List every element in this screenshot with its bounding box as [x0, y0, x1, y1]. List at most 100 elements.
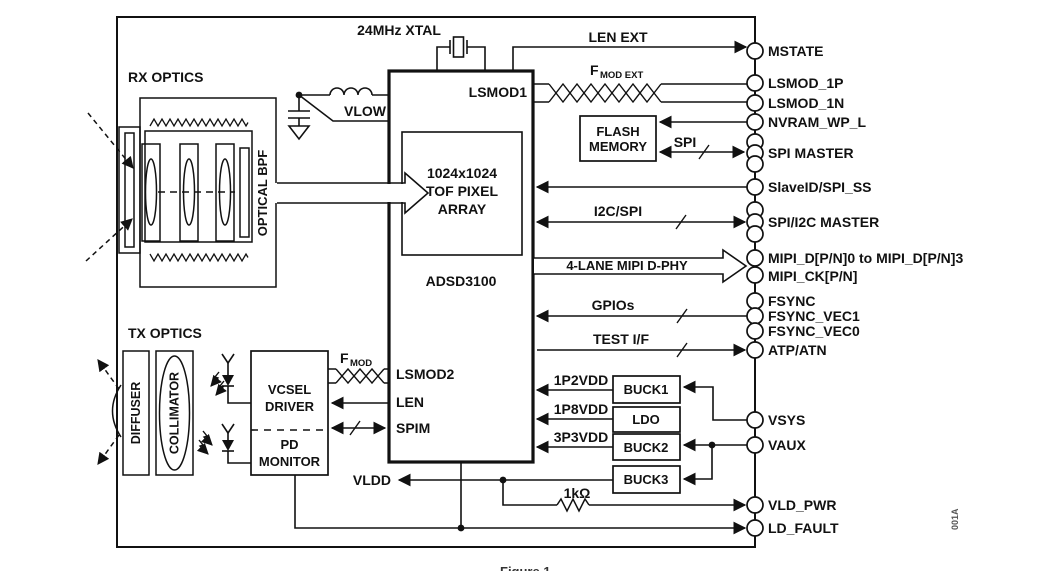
flash-label-line1: FLASH: [596, 124, 639, 139]
pin-label-vld-pwr: VLD_PWR: [768, 497, 836, 513]
flash-label-line2: MEMORY: [589, 139, 647, 154]
pd-monitor-line2: MONITOR: [259, 454, 321, 469]
buck3-label: BUCK3: [624, 472, 669, 487]
laser-and-photodiode: [196, 353, 251, 464]
pin-spi-master-3: [746, 155, 764, 173]
pin-fsync: [746, 292, 764, 310]
fmod-ext-label: F: [590, 62, 599, 78]
pin-mipi-ck: [746, 266, 764, 284]
pin-atp-atn: [746, 341, 764, 359]
ld-fault-wire: [294, 475, 747, 535]
pin-label-atp-atn: ATP/ATN: [768, 342, 827, 358]
pin-label-vaux: VAUX: [768, 437, 807, 453]
buck1-block: [612, 375, 681, 404]
vsys-wire: [682, 380, 747, 421]
vcsel-light-ray-1: [210, 371, 222, 387]
i2c-spi-label: I2C/SPI: [594, 203, 642, 219]
xtal-label: 24MHz XTAL: [357, 22, 441, 38]
vcsel-driver-pd-monitor-block: [250, 350, 329, 476]
gpios-bus-slash: [676, 308, 688, 324]
vcsel-light-ray-2: [215, 380, 227, 396]
power-blocks: [612, 375, 681, 494]
adsd3100-block: [387, 69, 535, 464]
collimator-label: COLLIMATOR: [168, 372, 182, 454]
pin-label-fsync: FSYNC: [768, 293, 815, 309]
rx-incoming-ray-2: [85, 218, 133, 262]
fmod-label-sub: MOD: [350, 358, 372, 369]
pin-vld-pwr: [746, 496, 764, 514]
pin-labels: MSTATE LSMOD_1P LSMOD_1N NVRAM_WP_L SPI …: [768, 43, 963, 536]
vldd-resistor-branch: [502, 480, 557, 506]
pin-label-spi-master: SPI MASTER: [768, 145, 854, 161]
vldd-label: VLDD: [353, 472, 391, 488]
spi-bus-slash: [698, 144, 710, 160]
vlow-label: VLOW: [344, 103, 387, 119]
pin-label-lsmod-1n: LSMOD_1N: [768, 95, 844, 111]
pin-fsync-vec1: [746, 307, 764, 325]
chip-pin-lsmod1: LSMOD1: [469, 84, 528, 100]
rx-housing: [139, 97, 277, 288]
pin-label-vsys: VSYS: [768, 412, 805, 428]
photodiode-icon: [222, 440, 234, 451]
tof-array-line1: 1024x1024: [427, 165, 497, 181]
figure-code: 001A: [950, 508, 960, 530]
rx-lens-1: [144, 158, 158, 226]
rx-light-arrow-fill: [277, 174, 427, 212]
chip-pin-spim: SPIM: [396, 420, 430, 436]
rx-bpf-element: [239, 147, 250, 238]
gpios-label: GPIOs: [592, 297, 635, 313]
test-if-bus-slash: [676, 342, 688, 358]
pd-monitor-line1: PD: [280, 437, 298, 452]
fmod-twisted-pair: [328, 367, 389, 385]
fmod-label: F: [340, 350, 349, 366]
mipi-label: 4-LANE MIPI D-PHY: [566, 258, 688, 273]
diffuser-label: DIFFUSER: [129, 382, 143, 445]
rx-thread-bottom: [149, 252, 249, 263]
fmod-ext-twisted-pair: [533, 82, 747, 104]
len-ext-wire: [512, 40, 748, 71]
tx-optics-title: TX OPTICS: [128, 325, 202, 341]
tx-optics-assembly: [97, 350, 194, 476]
pin-label-ld-fault: LD_FAULT: [768, 520, 839, 536]
pin-label-lsmod-1p: LSMOD_1P: [768, 75, 843, 91]
vlow-junction-dot: [295, 91, 303, 99]
pin-slaveid: [746, 178, 764, 196]
buck1-label: BUCK1: [624, 382, 669, 397]
collimator-block: [155, 350, 194, 476]
rx-thread-top: [149, 117, 249, 128]
flash-memory-block: [579, 115, 657, 162]
pin-label-mipi-ck: MIPI_CK[P/N]: [768, 268, 857, 284]
tof-array-line3: ARRAY: [438, 201, 487, 217]
figure-caption: Figure 1.: [500, 564, 554, 571]
package-pins: [746, 42, 764, 537]
test-if-label: TEST I/F: [593, 331, 649, 347]
resistor-1k-symbol: [556, 497, 590, 513]
buck2-block: [612, 433, 681, 461]
fmod-ext-label-sub: MOD EXT: [600, 70, 643, 81]
pin-ld-fault: [746, 519, 764, 537]
vldd-junction-dot: [499, 476, 507, 484]
pin-lsmod-1n: [746, 94, 764, 112]
vaux-junction-dot: [708, 441, 716, 449]
rail-3p3vdd-label: 3P3VDD: [554, 429, 608, 445]
buck2-label: BUCK2: [624, 440, 669, 455]
diffuser-block: [122, 350, 150, 476]
pin-label-mipi-d: MIPI_D[P/N]0 to MIPI_D[P/N]3: [768, 250, 963, 266]
pin-label-spi-i2c: SPI/I2C MASTER: [768, 214, 879, 230]
vaux-buck3-branch: [682, 445, 713, 486]
pin-mipi-d: [746, 249, 764, 267]
chip-pin-len: LEN: [396, 394, 424, 410]
pd-light-ray-2: [196, 439, 209, 455]
tof-array-line2: TOF PIXEL: [426, 183, 499, 199]
i2c-spi-bus-slash: [675, 214, 687, 230]
pin-fsync-vec0: [746, 322, 764, 340]
spim-bus-slash: [349, 420, 361, 436]
spi-label: SPI: [674, 134, 697, 150]
rx-optics-assembly: [85, 97, 277, 288]
mipi-arrow: [533, 248, 748, 284]
rail-1p8vdd-label: 1P8VDD: [554, 401, 608, 417]
ld-fault-junction-dot: [457, 524, 465, 532]
pin-label-mstate: MSTATE: [768, 43, 823, 59]
